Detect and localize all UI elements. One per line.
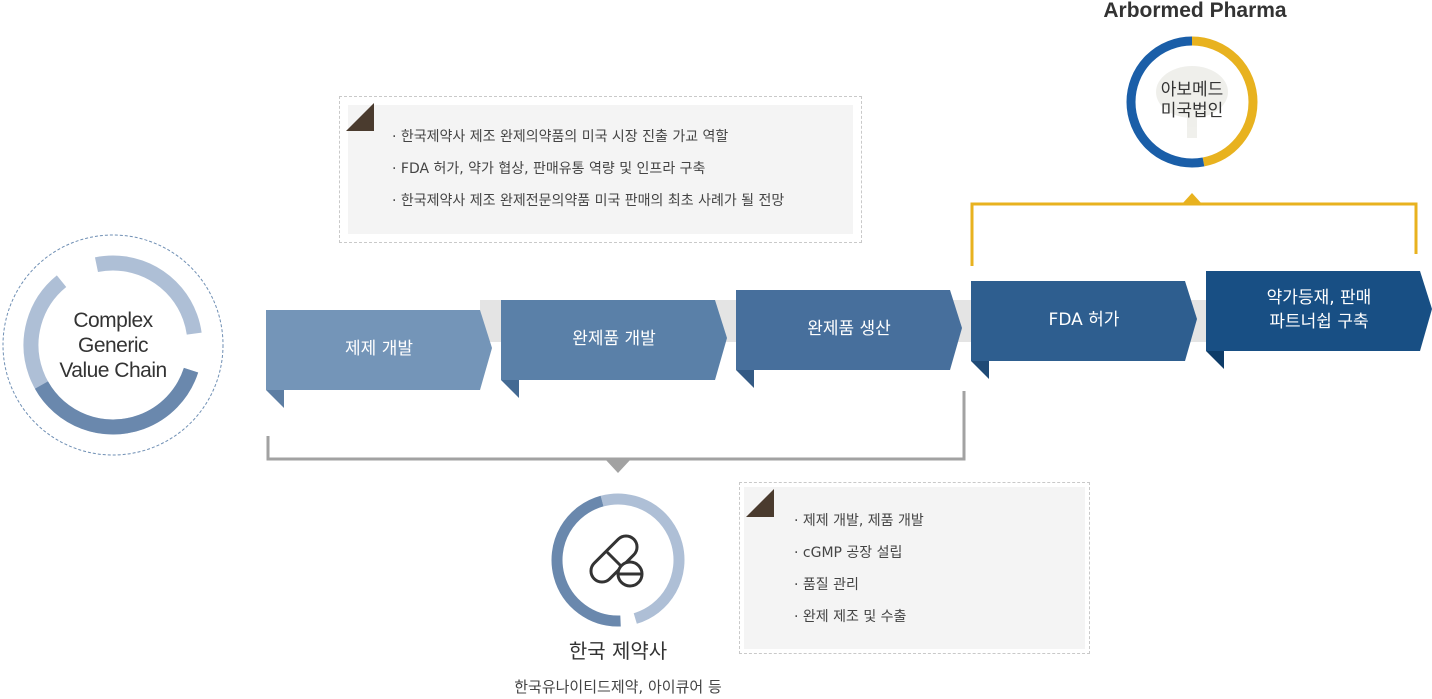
arbormed-circle: 아보메드 미국법인 [1124,34,1260,170]
step-label: FDA 허가 [1048,310,1120,330]
step-label: 제제 개발 [345,339,413,359]
step-label-line1: 약가등재, 판매 [1266,288,1372,308]
arbormed-label-1: 아보메드 [1160,80,1224,100]
step-pricing-partnership: 약가등재, 판매 파트너쉽 구축 [1206,271,1432,369]
tree-watermark-icon [1156,66,1228,138]
top-note-item: · 한국제약사 제조 완제의약품의 미국 시장 진출 가교 역할 [392,129,729,145]
capsule-pill-icon [589,534,644,588]
arbormed-label-2: 미국법인 [1160,101,1224,121]
korean-pharma-bracket [266,391,966,473]
step-product-manufacturing: 완제품 생산 [736,290,962,388]
step-product-development: 완제품 개발 [501,300,727,398]
bottom-note-item: · cGMP 공장 설립 [794,545,903,561]
value-chain-label-3: Value Chain [59,359,167,382]
korean-pharma-title: 한국 제약사 [568,639,668,663]
bottom-note-item: · 제제 개발, 제품 개발 [794,513,924,529]
korean-pharma-circle [548,490,688,630]
top-note-item: · FDA 허가, 약가 협상, 판매유통 역량 및 인프라 구축 [392,161,706,177]
arbormed-ring [1126,36,1258,168]
step-label: 완제품 개발 [572,329,656,349]
value-chain-label-2: Generic [77,334,149,357]
top-note-box: · 한국제약사 제조 완제의약품의 미국 시장 진출 가교 역할 · FDA 허… [339,96,862,243]
arbormed-bracket [970,193,1418,266]
step-label-line2: 파트너쉽 구축 [1269,312,1369,332]
bottom-note-box: · 제제 개발, 제품 개발 · cGMP 공장 설립 · 품질 관리 · 완제… [739,482,1090,654]
note-corner-icon [746,489,774,517]
arbormed-title: Arbormed Pharma [1103,0,1287,22]
step-fda-approval: FDA 허가 [971,281,1197,379]
step-label: 완제품 생산 [807,319,891,339]
bottom-note-item: · 품질 관리 [794,577,859,593]
value-chain-ring [2,234,224,456]
korean-pharma-subtitle: 한국유나이티드제약, 아이큐어 등 [514,678,722,696]
step-formulation-development: 제제 개발 [266,310,492,408]
value-chain-label-1: Complex [73,309,153,332]
top-note-item: · 한국제약사 제조 완제전문의약품 미국 판매의 최초 사례가 될 전망 [392,193,785,209]
bottom-note-item: · 완제 제조 및 수출 [794,609,907,625]
value-chain-circle: Complex Generic Value Chain [0,232,226,458]
note-corner-icon [346,103,374,131]
